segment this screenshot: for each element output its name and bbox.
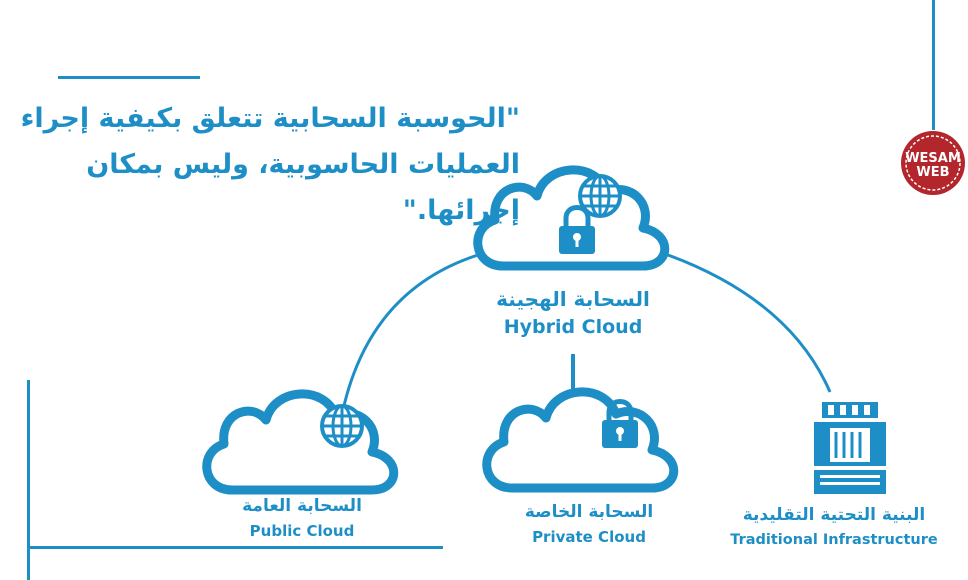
public-cloud-label: السحابة العامة Public Cloud (222, 494, 382, 543)
top-accent-line (58, 76, 200, 79)
public-cloud-icon (207, 394, 394, 490)
connector-arc-right (667, 253, 832, 393)
hybrid-cloud-label-ar: السحابة الهجينة (496, 287, 650, 311)
quote-line-2: العمليات الحاسوبية، وليس بمكان إجرائها." (86, 149, 520, 226)
logo-text-line-2: WEB (916, 165, 949, 180)
private-cloud-icon (487, 392, 674, 488)
hybrid-cloud-label: السحابة الهجينة Hybrid Cloud (473, 285, 673, 341)
traditional-infrastructure-label-ar: البنية التحتية التقليدية (742, 505, 926, 525)
wesam-web-logo: WESAM WEB (901, 131, 965, 195)
private-cloud-label-ar: السحابة الخاصة (524, 502, 654, 522)
quote-line-1: "الحوسبة السحابية تتعلق بكيفية إجراء (20, 103, 520, 134)
hybrid-cloud-label-en: Hybrid Cloud (503, 316, 643, 338)
globe-icon (320, 404, 364, 448)
server-icon (814, 402, 886, 494)
logo-text-line-1: WESAM (905, 151, 961, 166)
traditional-infrastructure-label: البنية التحتية التقليدية Traditional Inf… (706, 503, 962, 552)
traditional-infrastructure-label-en: Traditional Infrastructure (730, 532, 938, 548)
lock-icon (559, 208, 595, 255)
right-vertical-line (932, 0, 935, 130)
public-cloud-label-en: Public Cloud (249, 522, 355, 540)
private-cloud-label-en: Private Cloud (532, 528, 646, 546)
quote-text: "الحوسبة السحابية تتعلق بكيفية إجراء الع… (20, 96, 520, 234)
left-vertical-line (27, 380, 30, 580)
public-cloud-label-ar: السحابة العامة (242, 496, 362, 516)
connector-arc-left (341, 253, 479, 411)
private-cloud-label: السحابة الخاصة Private Cloud (509, 500, 669, 549)
bottom-accent-line (27, 546, 443, 549)
